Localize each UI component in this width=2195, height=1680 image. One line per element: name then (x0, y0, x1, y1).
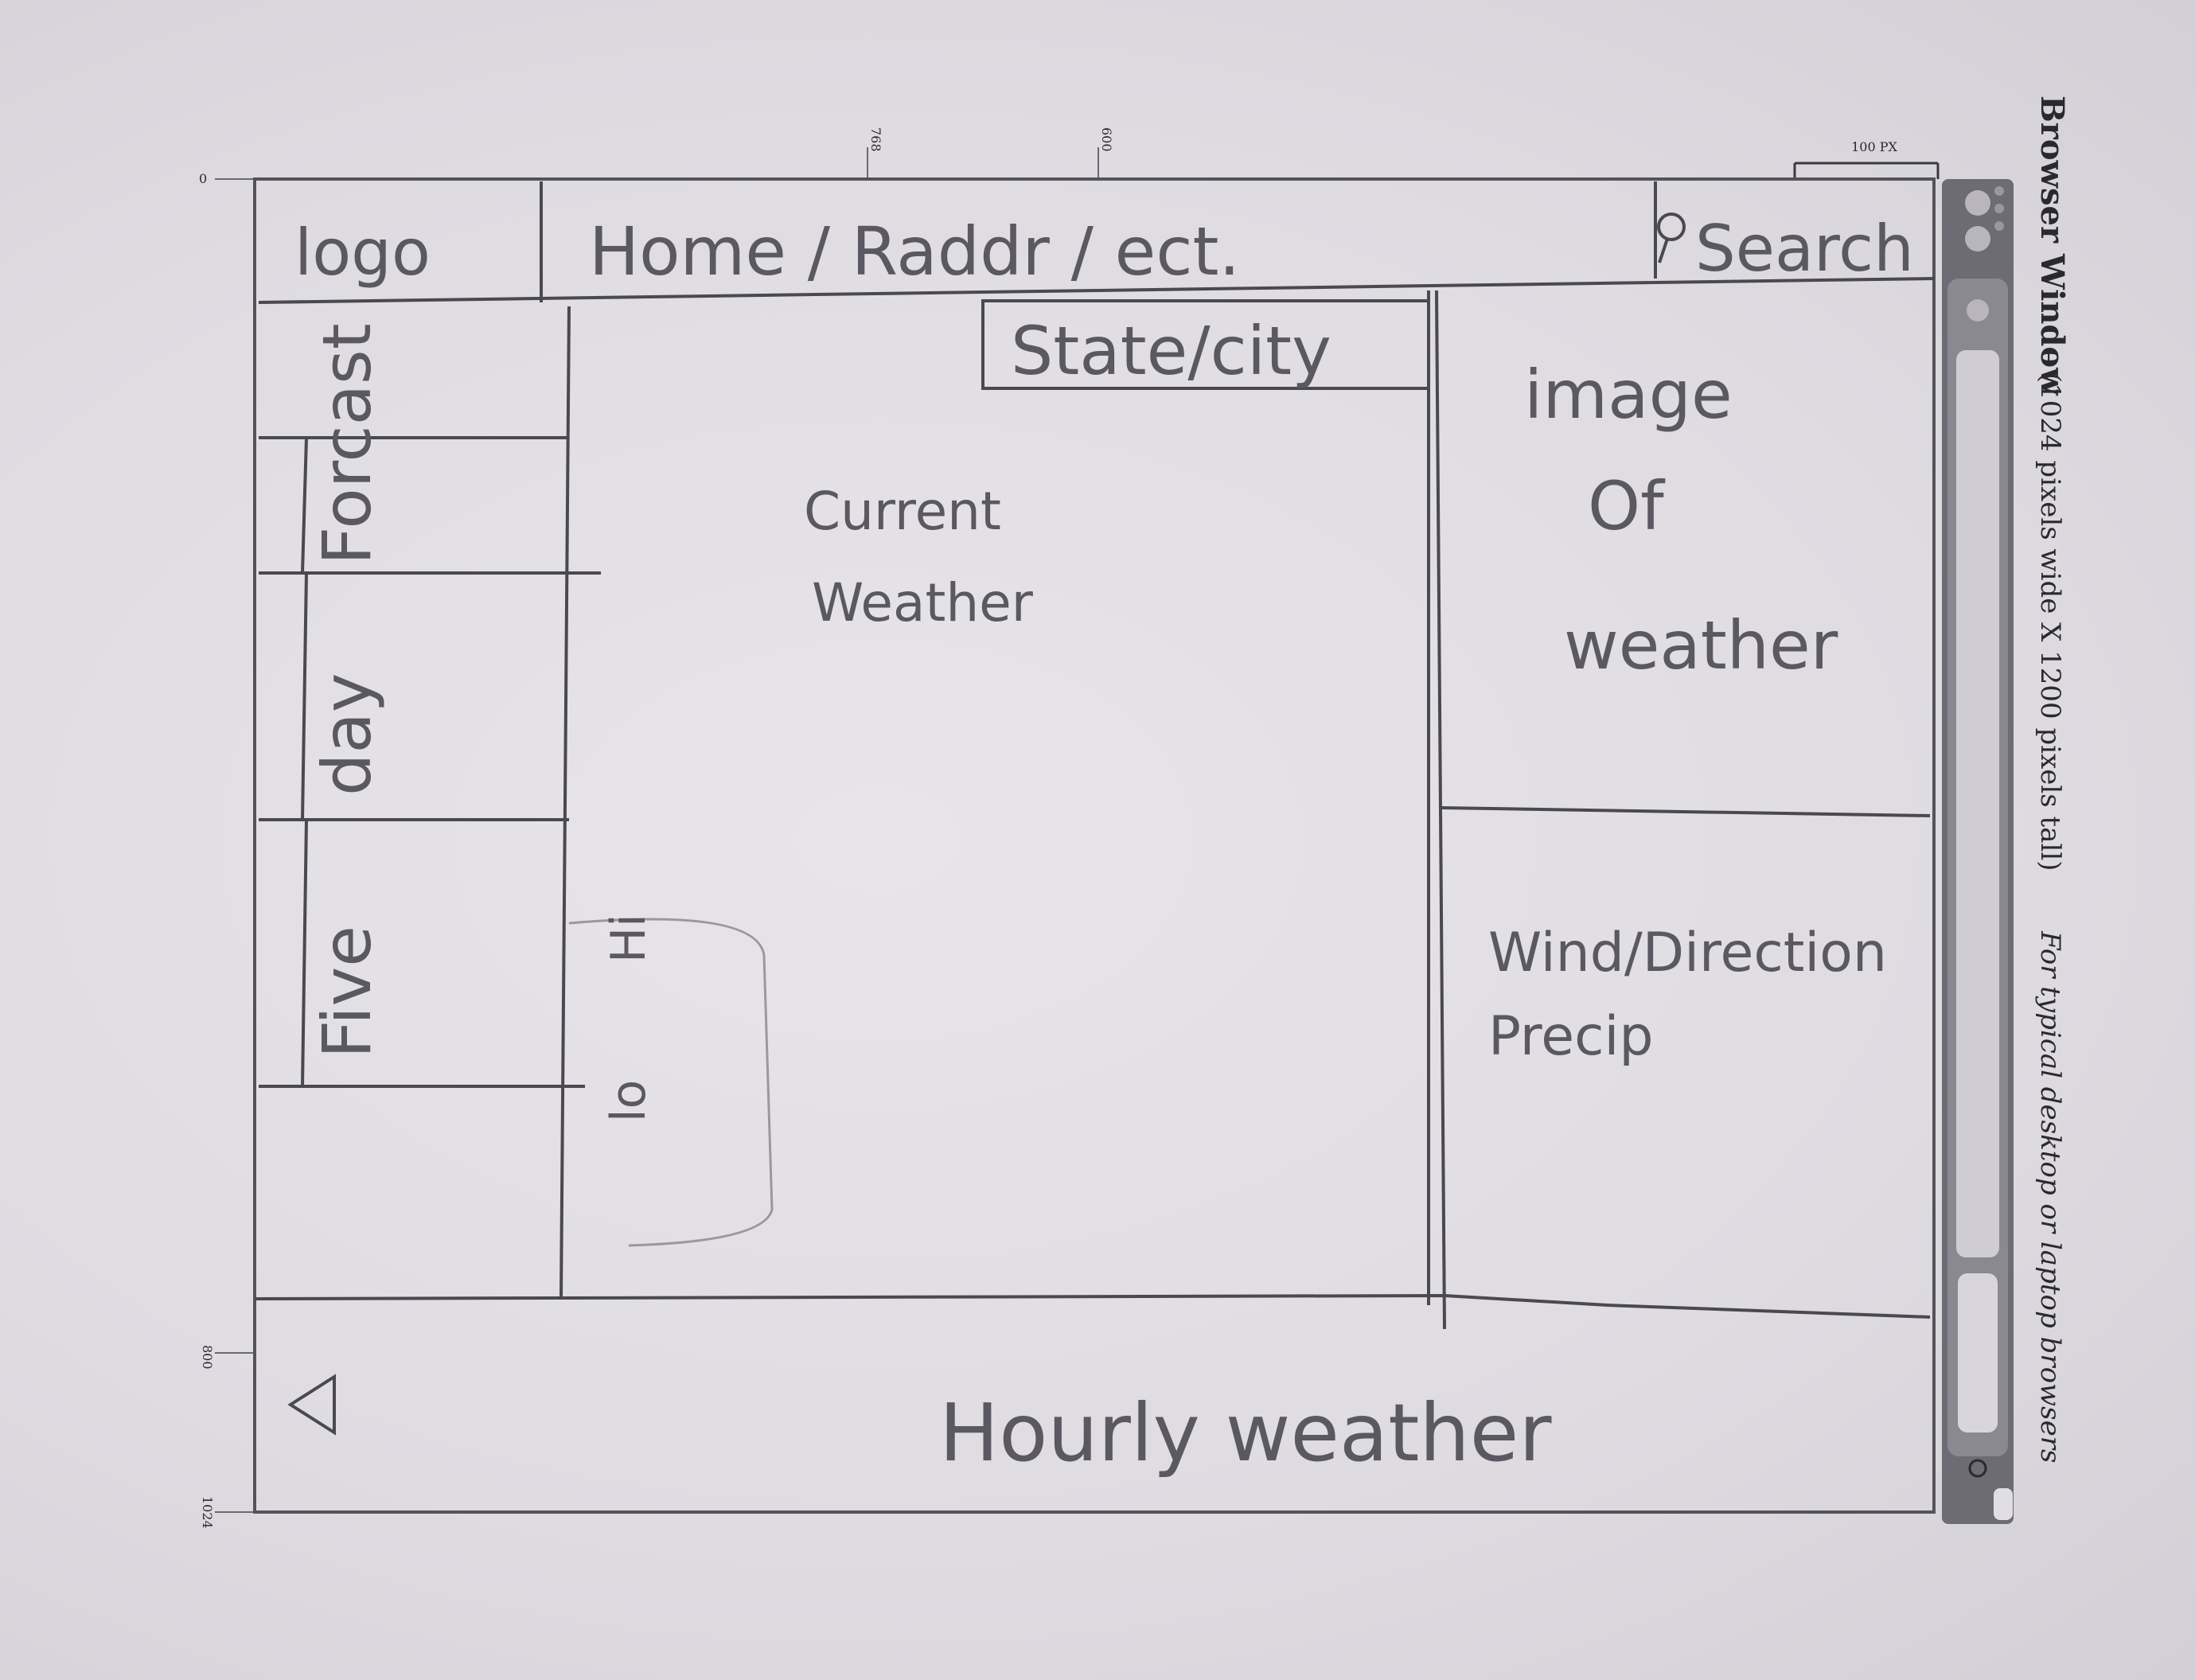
right-panel (1435, 290, 1931, 1330)
sidebar-word-five: Five (308, 926, 386, 1058)
svg-text:Forcast: Forcast (308, 323, 386, 565)
wireframe-frame (253, 177, 1936, 1514)
sheet-dimensions: – (1024 pixels wide X 1200 pixels tall) (2034, 350, 2066, 871)
wind-direction: Wind/Direction (1488, 922, 1887, 984)
logo[interactable]: logo (294, 216, 431, 290)
browser-chrome (1942, 179, 2014, 1524)
sidebar-word-forecast: Forcast (308, 323, 386, 565)
sheet-caption: Browser Window – (1024 pixels wide X 120… (2033, 95, 2071, 1463)
svg-text:0: 0 (199, 171, 207, 186)
arrow-up-icon[interactable] (287, 1374, 336, 1436)
hourly-weather: Hourly weather (939, 1386, 1552, 1479)
hi-lo-box (568, 918, 774, 1247)
search-icon[interactable] (1657, 212, 1686, 263)
search-label[interactable]: Search (1695, 212, 1914, 286)
ruler-labels: 0 768 600 800 1024 (199, 127, 1114, 1529)
svg-text:Five: Five (308, 926, 386, 1058)
svg-text:1024: 1024 (200, 1496, 215, 1529)
ruler-ticks (215, 147, 1099, 1513)
reload-icon (1967, 299, 1989, 322)
sheet-note: For typical desktop or laptop browsers (2034, 930, 2066, 1463)
precipitation: Precip (1488, 1005, 1654, 1068)
svg-text:day: day (308, 672, 386, 796)
svg-text:600: 600 (1099, 127, 1114, 152)
svg-text:lo: lo (601, 1080, 657, 1122)
svg-text:800: 800 (200, 1345, 215, 1370)
weather-image-line3: weather (1564, 606, 1838, 684)
sheet-title: Browser Window (2033, 95, 2071, 396)
state-city-selector[interactable]: State/city (1011, 312, 1331, 390)
scale-label: 100 PX (1851, 139, 1897, 154)
location-box[interactable] (981, 290, 1430, 1305)
back-button-icon (1965, 190, 1990, 216)
search-field-chrome (1958, 1273, 1998, 1432)
svg-text:Hi: Hi (601, 914, 657, 963)
svg-text:768: 768 (868, 127, 883, 152)
hi-temp: Hi (601, 914, 657, 963)
weather-image-line1: image (1524, 356, 1733, 434)
current-weather-line1: Current (804, 481, 1001, 542)
sidebar-word-day: day (308, 672, 386, 796)
lo-temp: lo (601, 1080, 657, 1122)
search-magnifier-icon (1968, 1459, 1987, 1478)
scale-marker: 100 PX (1793, 139, 1940, 179)
sidebar-forecast (259, 306, 601, 1298)
hourly-bar (254, 1293, 1931, 1319)
nav-links[interactable]: Home / Raddr / ect. (589, 212, 1240, 290)
header-row (258, 181, 1935, 304)
current-weather-line2: Weather (812, 572, 1034, 633)
weather-image-line2: Of (1588, 467, 1666, 545)
forward-button-icon (1965, 226, 1990, 251)
